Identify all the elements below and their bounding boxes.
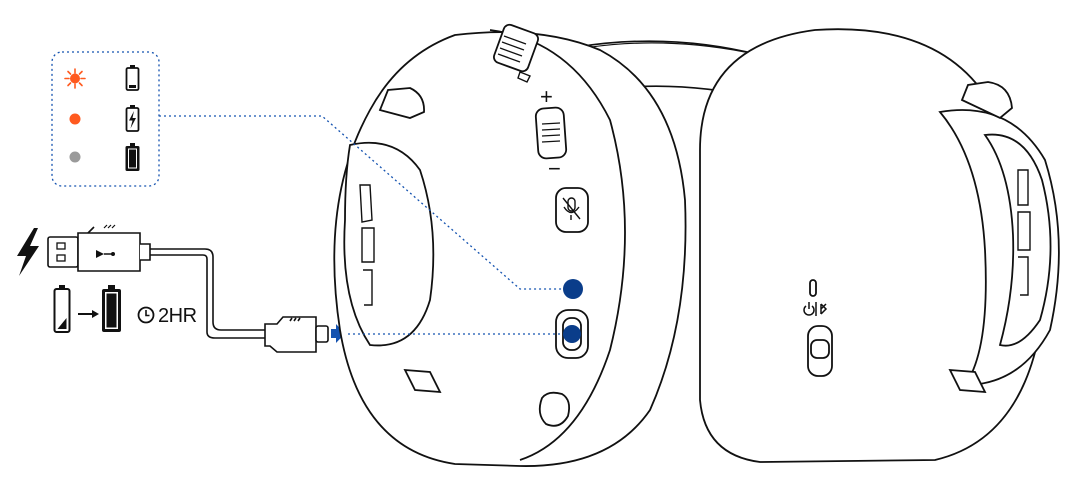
volume-rocker[interactable] (534, 106, 568, 160)
charge-time-row: 2HR (53, 285, 197, 333)
right-earcup-brand-mark (1017, 169, 1031, 296)
lightning-bolt-icon (17, 228, 39, 276)
battery-low-icon (125, 65, 140, 91)
callout-lines (159, 115, 563, 335)
battery-charging-icon (125, 105, 140, 132)
battery-empty-icon (53, 285, 71, 333)
right-earcup (699, 28, 1060, 463)
usb-a-connector (47, 226, 151, 272)
left-earcup-rim (343, 141, 435, 347)
volume-minus-label: − (548, 156, 561, 181)
arrow-right-icon (78, 310, 99, 318)
power-slider-knob (810, 339, 830, 359)
clock-icon (137, 306, 155, 324)
power-bluetooth-icon (803, 302, 828, 316)
battery-full-icon (125, 143, 140, 171)
left-earcup-shell (489, 29, 626, 461)
legend-frame (51, 51, 160, 187)
battery-full-large-icon (102, 285, 121, 332)
right-led-indicator (809, 279, 817, 297)
led-legend (51, 51, 160, 187)
led-solid-gray-icon (69, 151, 81, 163)
charging-source (17, 224, 345, 353)
charge-time-label: 2HR (158, 305, 197, 327)
usb-c-port-indicator (563, 325, 581, 343)
mic-mute-icon (562, 197, 581, 220)
volume-dial[interactable] (492, 23, 540, 73)
led-blinking-orange-icon (64, 68, 86, 89)
game-chat-icon (517, 71, 531, 83)
usb-cable (150, 248, 265, 339)
mic-port (538, 391, 571, 427)
led-callout-line (159, 115, 563, 290)
left-earcup-brand-mark (359, 184, 375, 306)
plug-in-arrow-icon (331, 324, 345, 343)
usb-symbol-icon (96, 250, 115, 258)
status-led-indicator (563, 279, 583, 299)
usb-c-connector (264, 316, 329, 353)
led-solid-orange-icon (69, 113, 81, 125)
left-earcup: + − (333, 23, 687, 467)
volume-plus-label: + (540, 84, 553, 109)
usb-a-grip-marks (103, 224, 116, 229)
